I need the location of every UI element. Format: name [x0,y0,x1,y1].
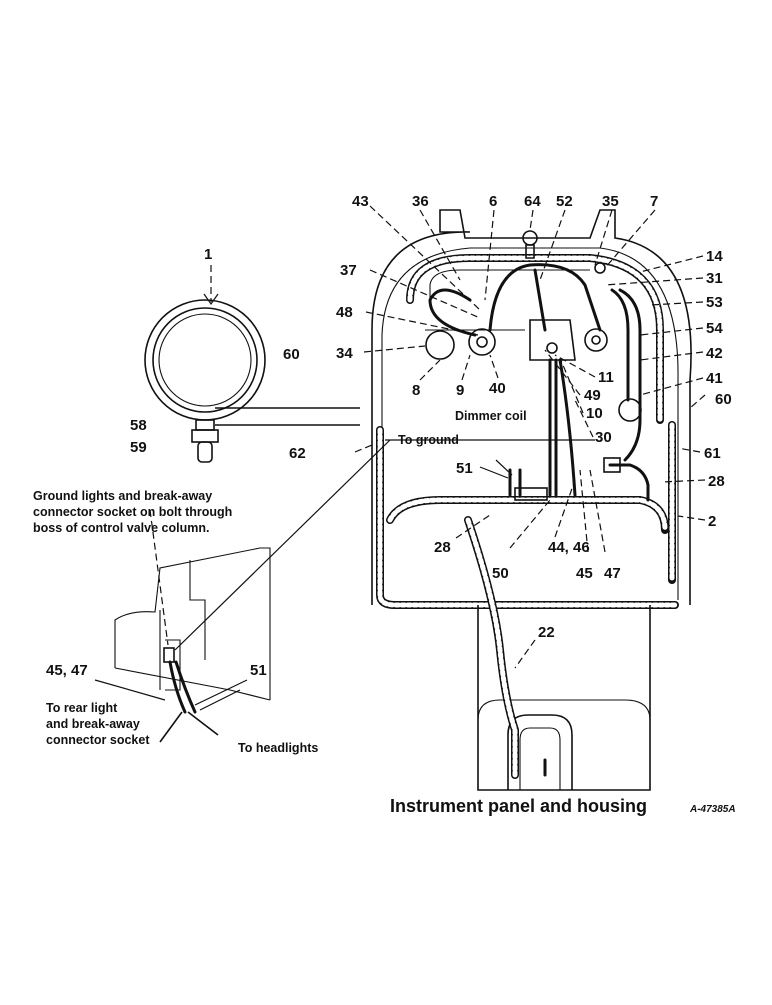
callout-28-left: 28 [434,539,451,556]
callout-60-right: 60 [715,391,732,408]
callout-45: 45 [576,565,593,582]
ground-note-line-2: connector socket on bolt through [33,505,232,519]
callout-leaders [94,205,706,711]
callout-numbers: 1 43 36 6 64 52 35 7 14 31 53 54 42 41 6… [46,193,732,679]
callout-8: 8 [412,382,420,399]
figure-caption: Instrument panel and housing A-47385A [390,796,736,816]
caption-code: A-47385A [689,804,736,815]
callout-40: 40 [489,380,506,397]
callout-34: 34 [336,345,353,362]
callout-44-46: 44, 46 [548,539,590,556]
callout-11: 11 [598,369,614,386]
instruments [425,230,650,502]
callout-43: 43 [352,193,369,210]
callout-6: 6 [489,193,497,210]
callout-36: 36 [412,193,429,210]
text-labels: Dimmer coil To ground Ground lights and … [33,409,527,755]
callout-64: 64 [524,193,541,210]
callout-62: 62 [289,445,306,462]
callout-30: 30 [595,429,612,446]
callout-50: 50 [492,565,509,582]
callout-60-left: 60 [283,346,300,363]
callout-22: 22 [538,624,555,641]
ground-leader-line [174,439,391,651]
callout-47: 47 [604,565,621,582]
control-column [464,516,651,791]
to-ground-label: To ground [398,433,459,447]
callout-2: 2 [708,513,716,530]
rear-light-label-2: and break-away [46,717,140,731]
callout-1: 1 [204,246,212,263]
caption-title: Instrument panel and housing [390,796,647,816]
callout-51-inset: 51 [250,662,267,679]
callout-10: 10 [586,405,603,422]
callout-61: 61 [704,445,721,462]
callout-54: 54 [706,320,723,337]
callout-9: 9 [456,382,464,399]
callout-58: 58 [130,417,147,434]
callout-41: 41 [706,370,723,387]
callout-37: 37 [340,262,357,279]
callout-45-47-inset: 45, 47 [46,662,88,679]
ground-note-line-1: Ground lights and break-away [33,489,212,503]
callout-14: 14 [706,248,723,265]
headlight [144,299,360,463]
callout-48: 48 [336,304,353,321]
rear-light-label-3: connector socket [46,733,150,747]
callout-59: 59 [130,439,147,456]
dimmer-coil-label: Dimmer coil [455,409,527,423]
callout-52: 52 [556,193,573,210]
callout-51-main: 51 [456,460,473,477]
callout-31: 31 [706,270,723,287]
callout-42: 42 [706,345,723,362]
rear-light-label-1: To rear light [46,701,118,715]
callout-49: 49 [584,387,601,404]
callout-28-right: 28 [708,473,725,490]
control-valve-inset [114,547,271,743]
ground-note-line-3: boss of control valve column. [33,521,209,535]
callout-35: 35 [602,193,619,210]
to-headlights-label: To headlights [238,741,318,755]
instrument-housing [371,209,692,609]
callout-53: 53 [706,294,723,311]
callout-7: 7 [650,193,658,210]
